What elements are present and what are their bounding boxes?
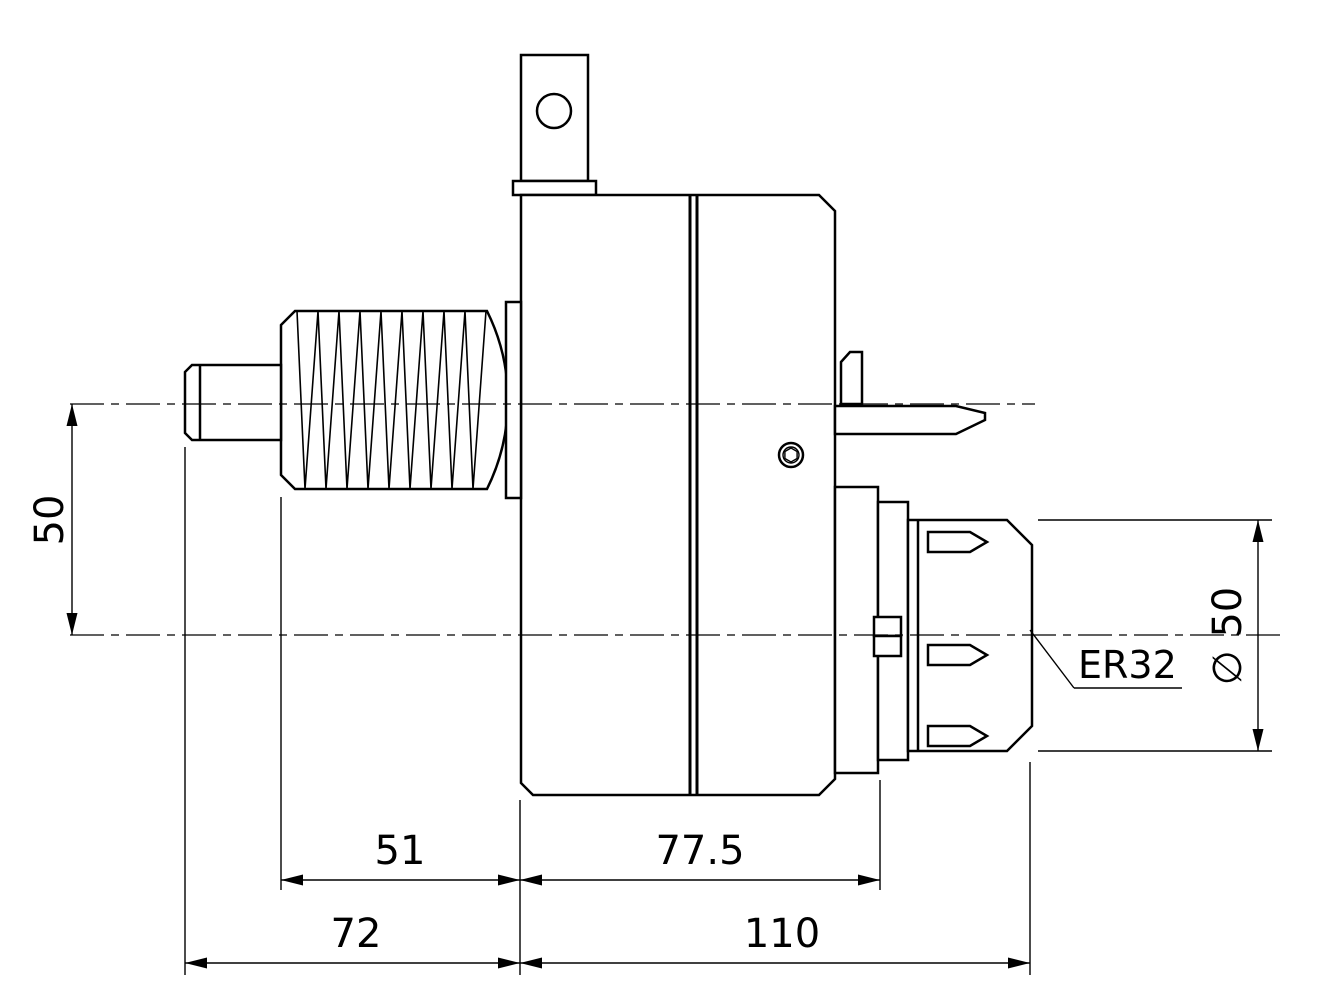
collet-callout: ER32 bbox=[1029, 629, 1182, 689]
stop-block bbox=[839, 350, 864, 406]
drive-pin bbox=[833, 404, 987, 436]
dim-axis-offset: 50 bbox=[27, 404, 78, 635]
set-screw bbox=[777, 441, 805, 469]
lug-base-flange bbox=[511, 179, 598, 197]
dim-row-lower: 72 110 bbox=[184, 447, 1031, 975]
dim-left-total-label: 72 bbox=[331, 911, 382, 957]
flange-groove-upper bbox=[872, 615, 903, 638]
flange-groove-lower bbox=[872, 634, 903, 658]
dim-collet-diameter: ∅ 50 bbox=[1038, 519, 1272, 752]
collet-type-label: ER32 bbox=[1078, 643, 1177, 687]
gearbox-body bbox=[519, 193, 837, 797]
dim-body-length-label: 77.5 bbox=[655, 828, 744, 874]
dim-axis-offset-label: 50 bbox=[27, 495, 73, 546]
spindle-flange bbox=[833, 485, 910, 775]
hex-socket-icon bbox=[784, 447, 798, 463]
shank-end-stub bbox=[183, 363, 283, 442]
collet-nut-slot-bottom bbox=[926, 724, 990, 748]
leader-line bbox=[1029, 629, 1075, 689]
shank-collar bbox=[504, 300, 523, 500]
thread-zigzag bbox=[296, 310, 487, 490]
dim-right-total-label: 110 bbox=[744, 911, 820, 957]
collet-nut-slot-top bbox=[926, 530, 990, 554]
dim-collet-diameter-label: ∅ 50 bbox=[1205, 587, 1251, 685]
dim-row-upper: 51 77.5 bbox=[280, 497, 881, 975]
threaded-shank bbox=[279, 300, 523, 500]
dim-thread-length-label: 51 bbox=[375, 828, 426, 874]
lug-hole bbox=[535, 92, 573, 130]
collet-nut-slot-middle bbox=[926, 643, 990, 667]
mounting-lug bbox=[511, 53, 598, 197]
